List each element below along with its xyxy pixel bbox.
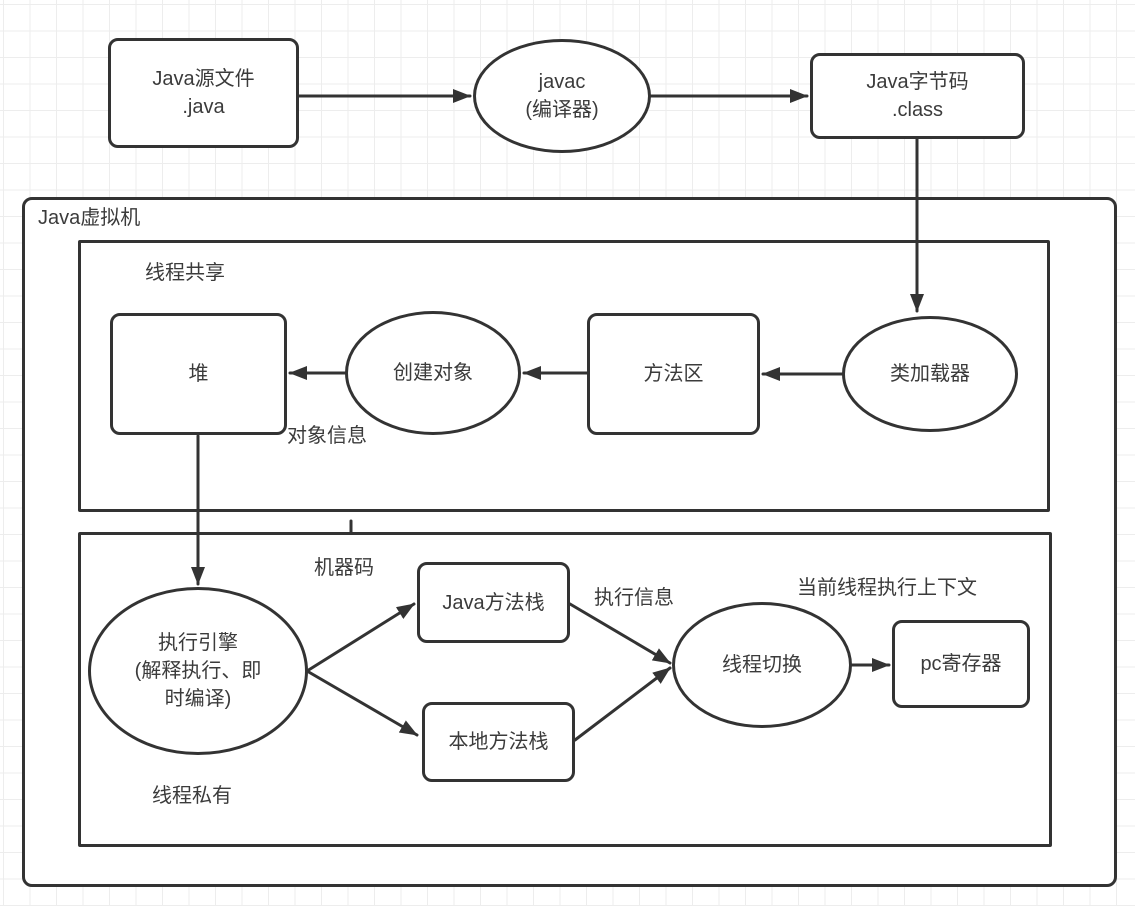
node-pc-register: pc寄存器 [892, 620, 1030, 708]
thread-shared-label: 线程共享 [145, 262, 225, 284]
node-java-bytecode: Java字节码 .class [810, 53, 1025, 139]
thread-private-label: 线程私有 [152, 785, 232, 807]
node-class-loader: 类加载器 [842, 316, 1018, 432]
node-native-method-stack: 本地方法栈 [422, 702, 575, 782]
node-thread-switch: 线程切换 [672, 602, 852, 728]
node-execution-engine: 执行引擎 (解释执行、即 时编译) [88, 587, 308, 755]
jvm-container-label: Java虚拟机 [38, 207, 141, 229]
node-heap: 堆 [110, 313, 287, 435]
edge-label-current-thread-context: 当前线程执行上下文 [797, 577, 977, 599]
edge-label-object-info: 对象信息 [287, 425, 367, 447]
node-java-source-file: Java源文件 .java [108, 38, 299, 148]
edge-label-exec-info: 执行信息 [594, 587, 674, 609]
node-create-object: 创建对象 [345, 311, 521, 435]
node-java-method-stack: Java方法栈 [417, 562, 570, 643]
node-javac-compiler: javac (编译器) [473, 39, 651, 153]
edge-label-machine-code: 机器码 [314, 557, 374, 579]
node-method-area: 方法区 [587, 313, 760, 435]
